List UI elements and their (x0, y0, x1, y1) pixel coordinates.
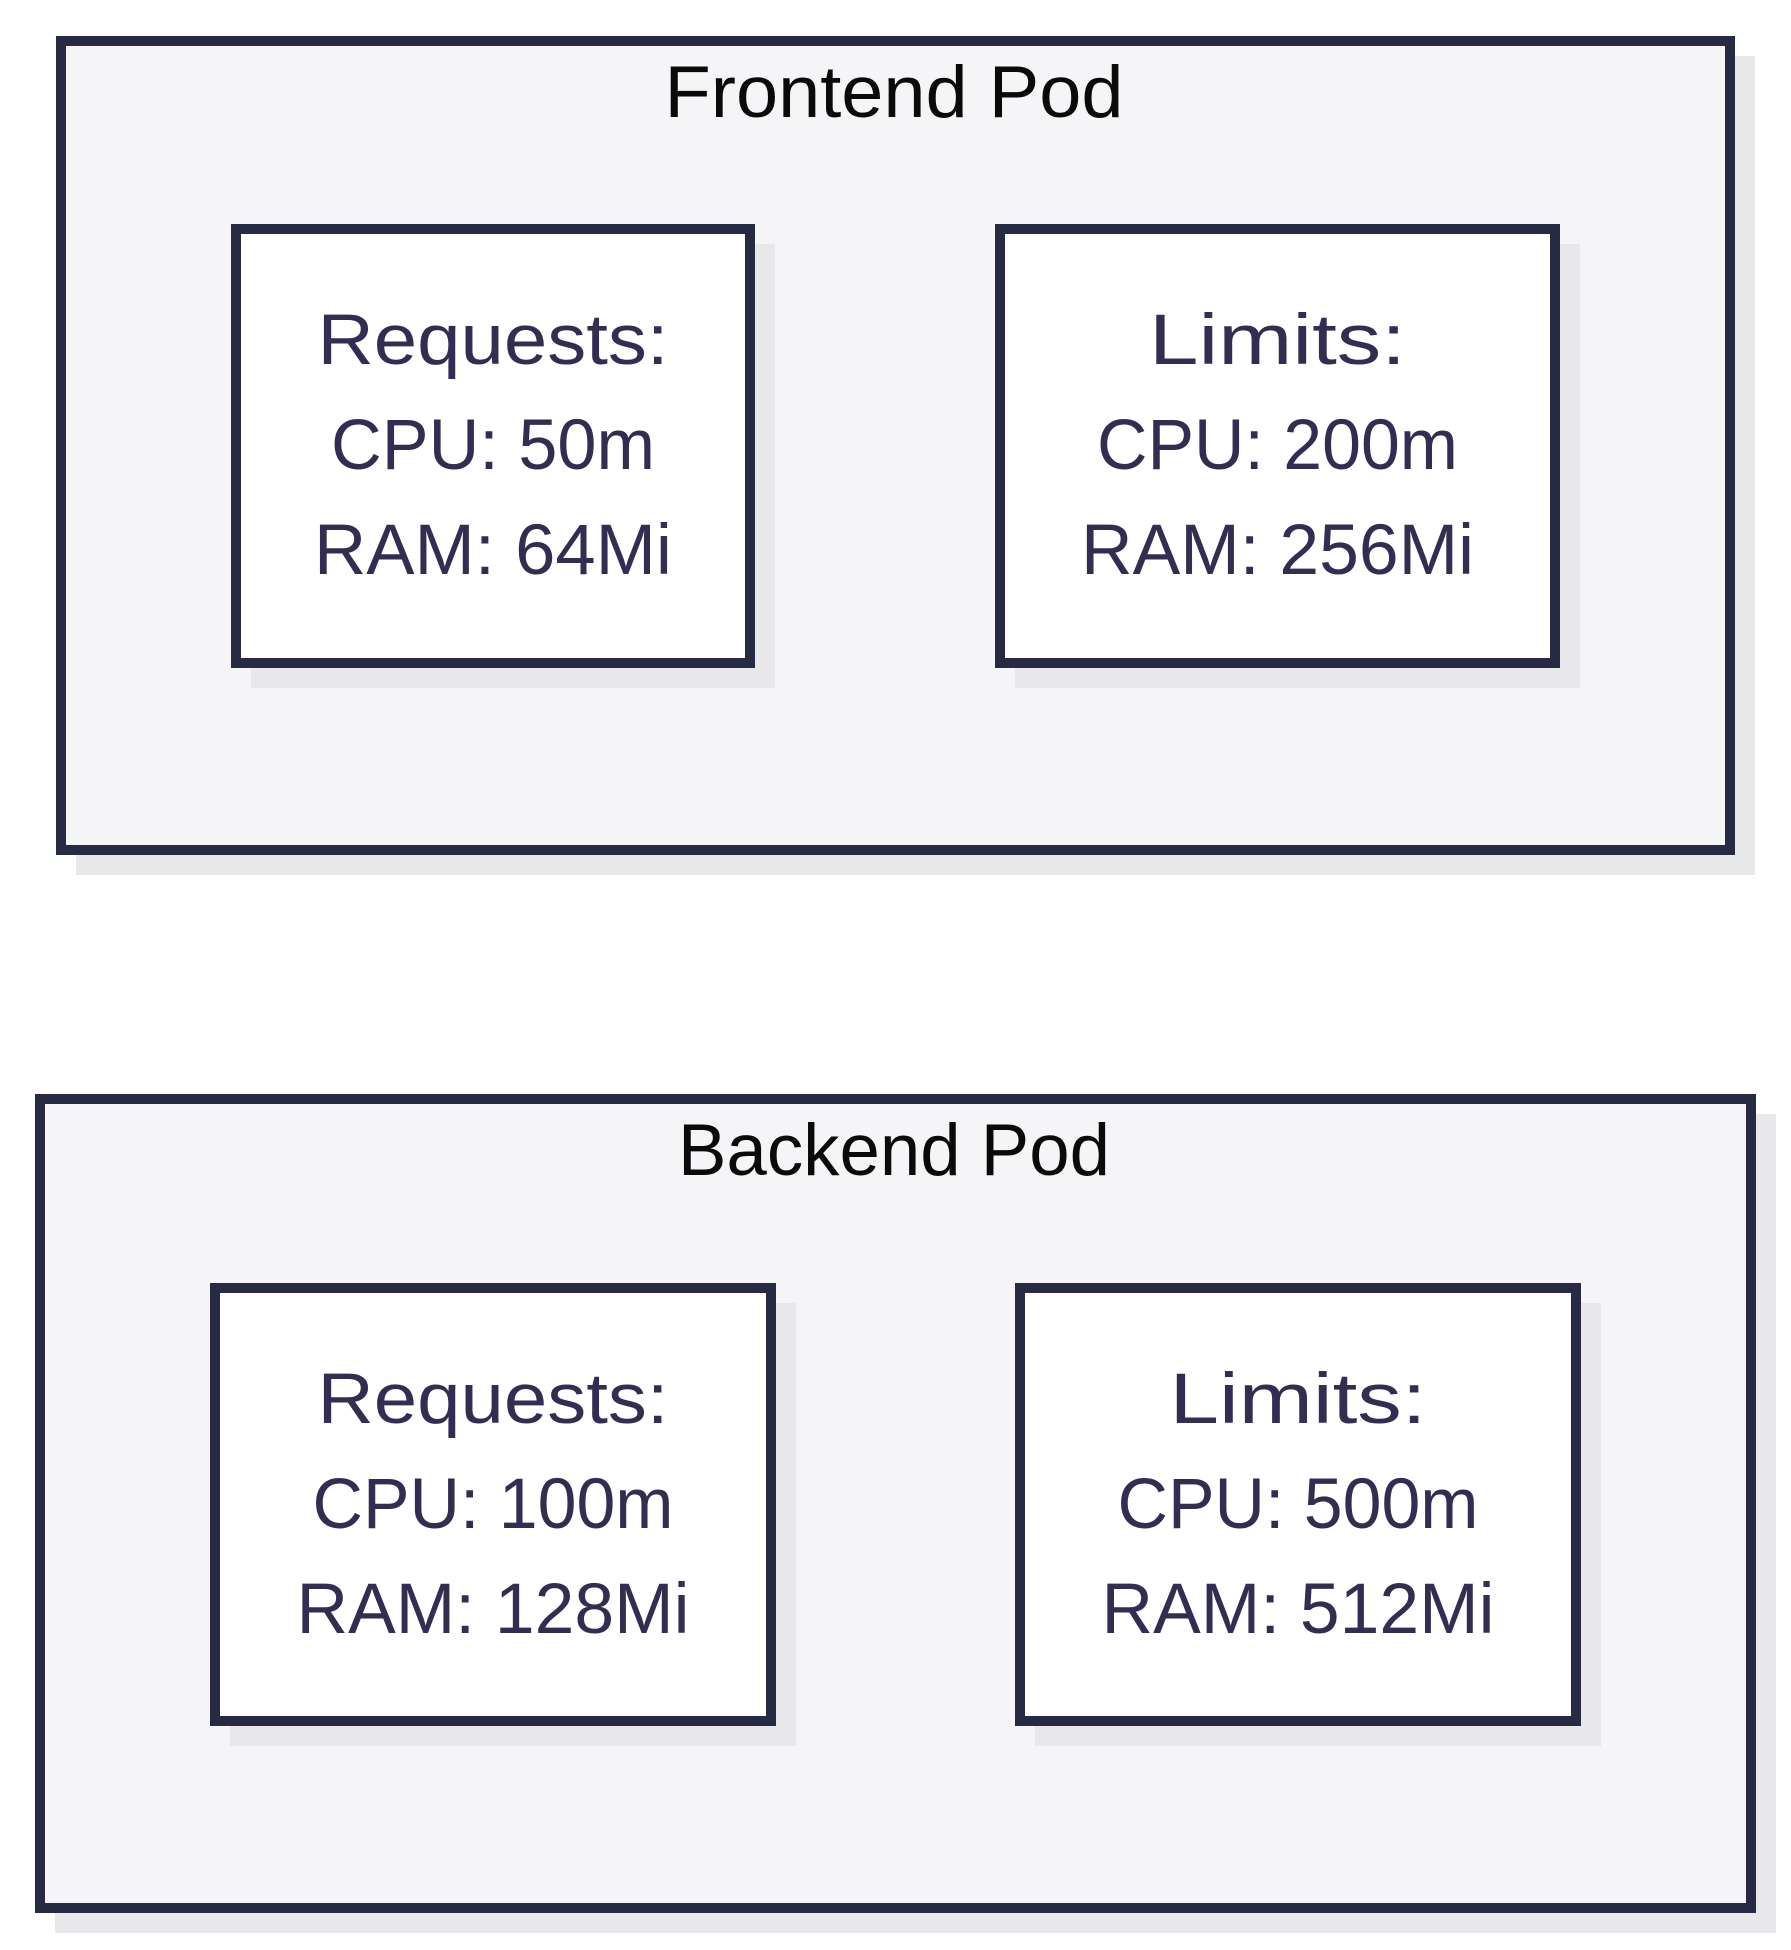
svg-text:Frontend Pod: Frontend Pod (665, 52, 1124, 133)
svg-text:Requests:: Requests: (318, 1360, 669, 1439)
svg-text:RAM: 128Mi: RAM: 128Mi (297, 1570, 690, 1649)
svg-text:Limits:: Limits: (1170, 1360, 1427, 1439)
svg-text:RAM: 64Mi: RAM: 64Mi (314, 511, 672, 590)
svg-text:Backend Pod: Backend Pod (678, 1110, 1110, 1191)
svg-text:CPU: 200m: CPU: 200m (1097, 406, 1458, 485)
svg-text:Limits:: Limits: (1149, 301, 1406, 380)
svg-text:Requests:: Requests: (318, 301, 669, 380)
svg-text:CPU: 100m: CPU: 100m (313, 1465, 674, 1544)
svg-text:RAM: 256Mi: RAM: 256Mi (1081, 511, 1474, 590)
svg-text:RAM: 512Mi: RAM: 512Mi (1102, 1570, 1495, 1649)
svg-text:CPU: 500m: CPU: 500m (1118, 1465, 1479, 1544)
svg-text:CPU: 50m: CPU: 50m (331, 406, 655, 485)
